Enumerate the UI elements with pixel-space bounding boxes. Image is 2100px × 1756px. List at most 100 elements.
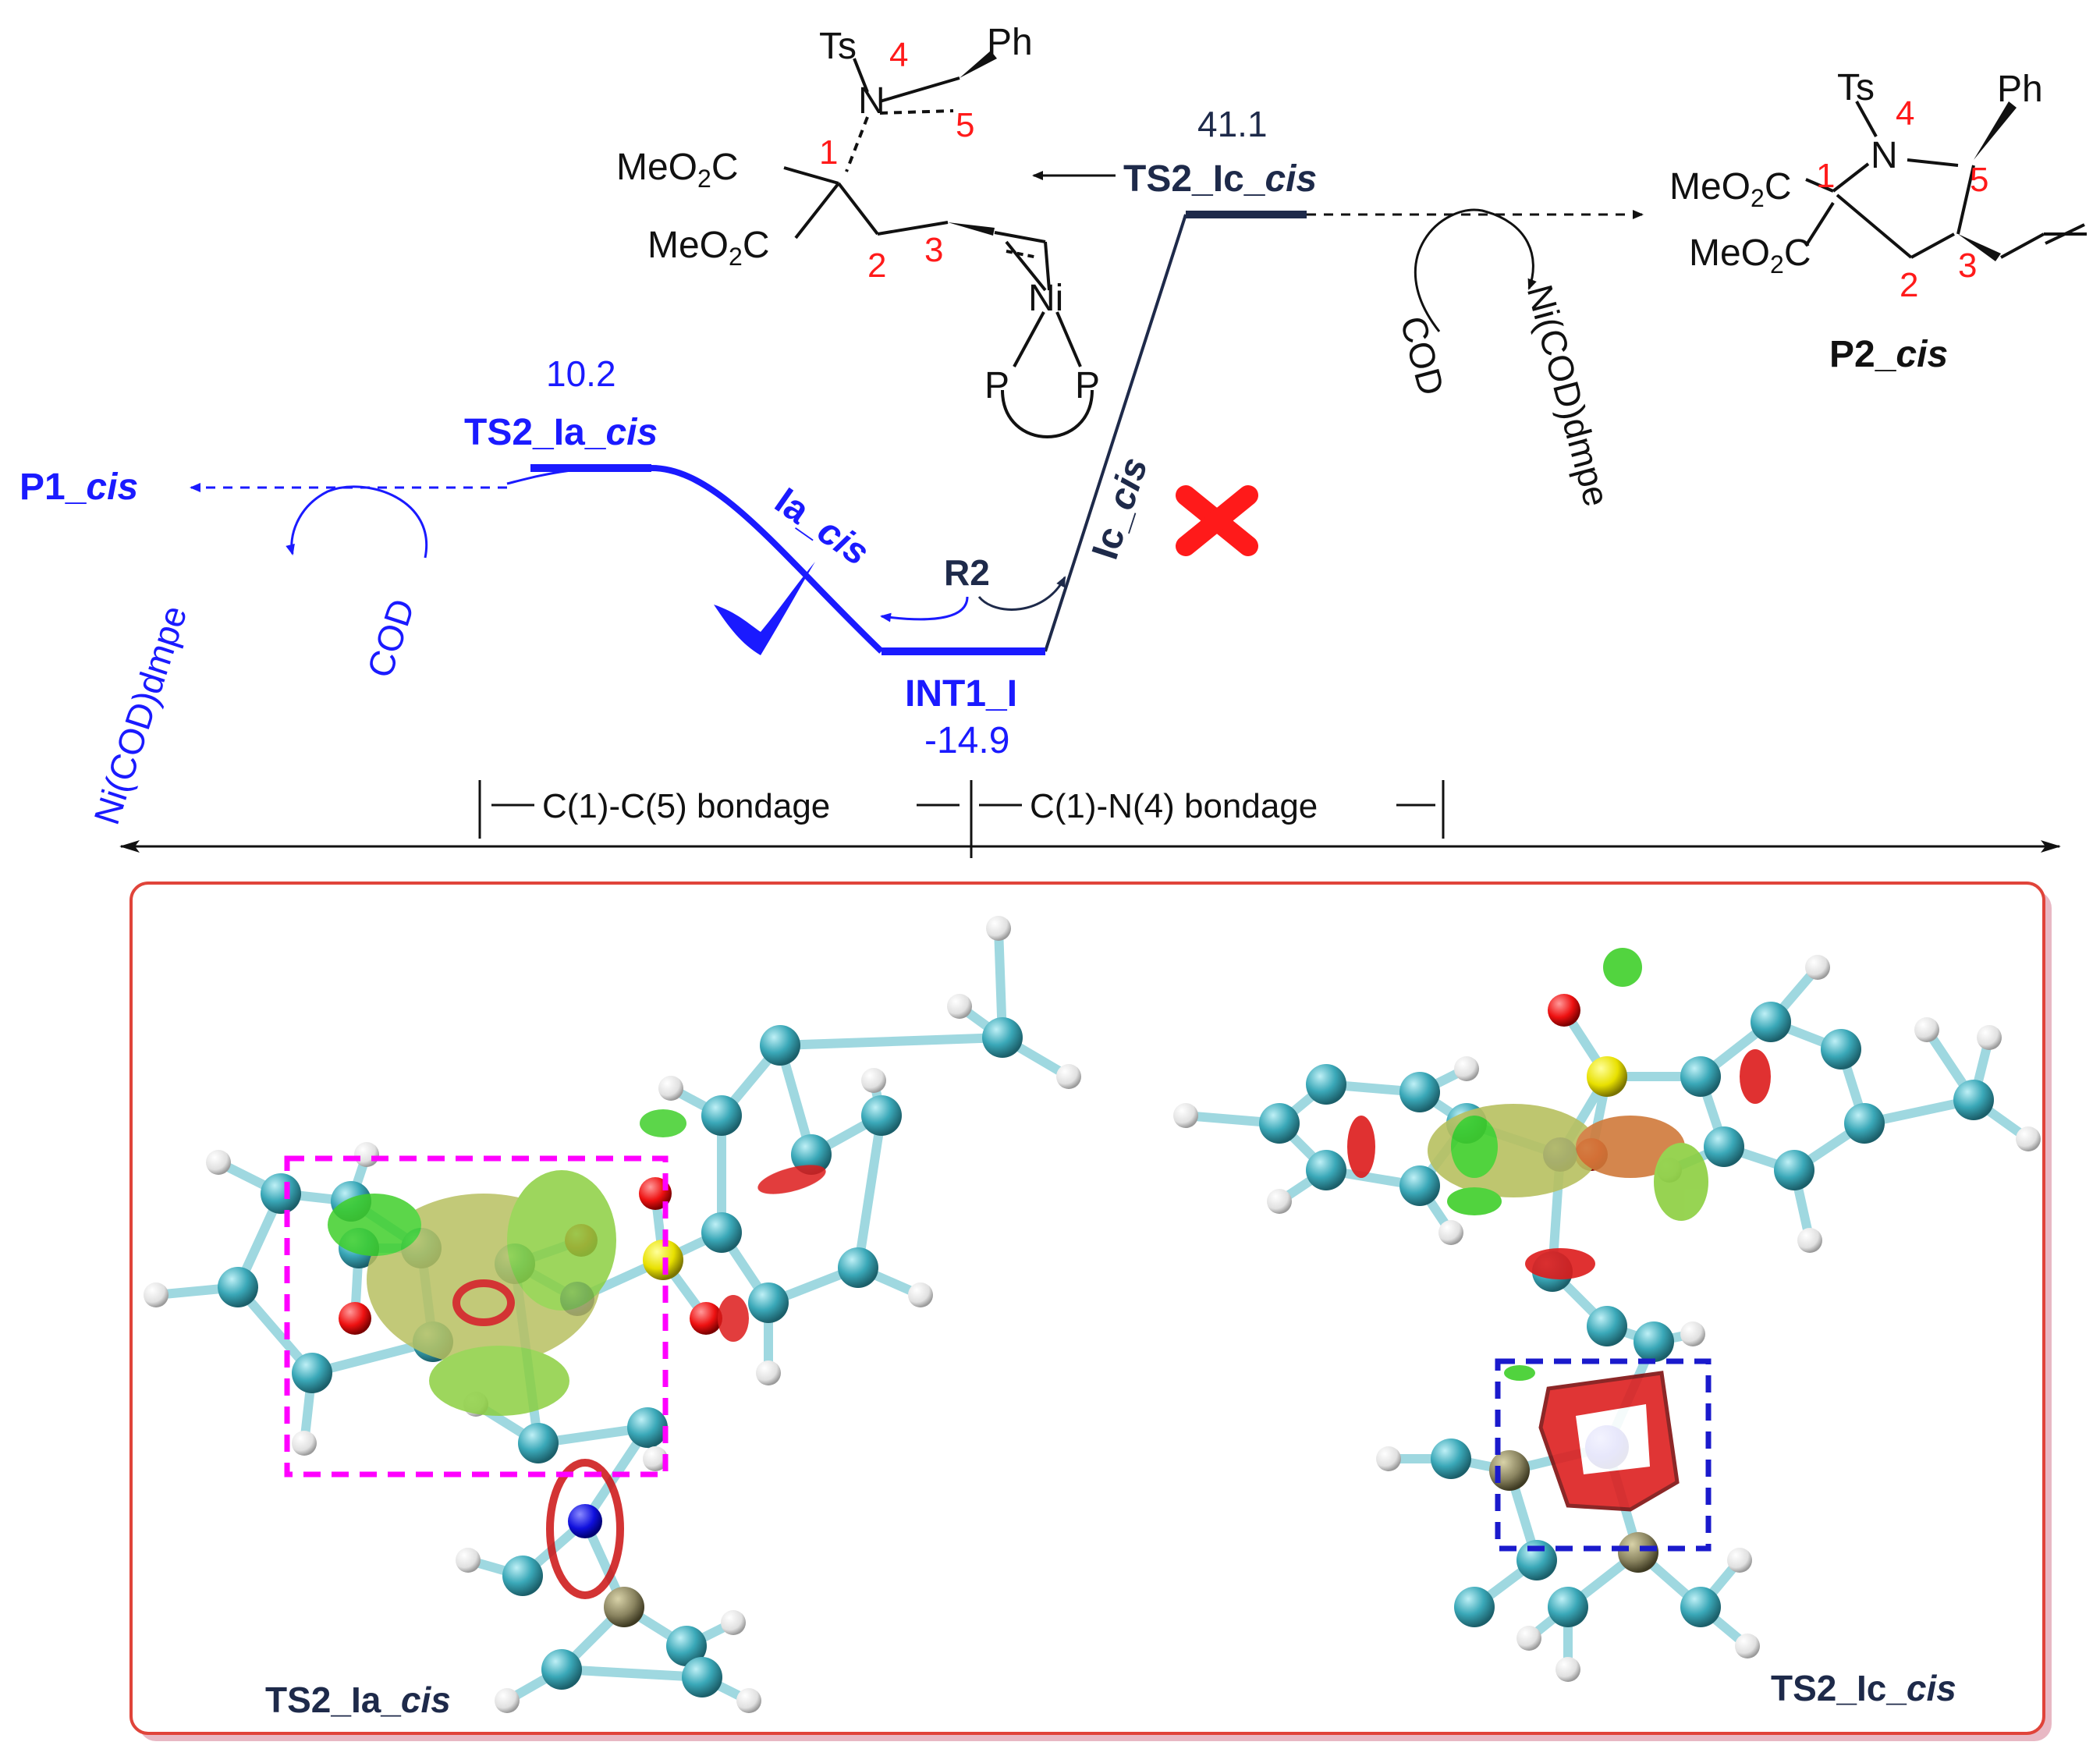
p2-ts: Ts xyxy=(1837,67,1875,108)
r2-arrow-right xyxy=(977,576,1066,611)
check-icon xyxy=(714,562,815,655)
p2-bond-c2-c1 xyxy=(1836,193,1913,259)
p2-bond-c1-ester1 xyxy=(1805,178,1834,193)
bond-ni1 xyxy=(1005,240,1047,292)
left-atom-c xyxy=(791,1134,832,1175)
left-atom-h xyxy=(292,1431,317,1456)
tsic-num-4: 4 xyxy=(889,36,908,74)
left-bond xyxy=(557,1665,707,1682)
p2-num-3: 3 xyxy=(1958,247,1977,285)
right-atom-h xyxy=(1977,1025,2002,1050)
left-atom-c xyxy=(541,1649,582,1690)
right-atom-c xyxy=(1821,1029,1861,1070)
left-atom-h xyxy=(756,1360,781,1385)
right-atom-h xyxy=(1680,1321,1705,1346)
p2-meo2c-2: MeO2C xyxy=(1689,232,1811,278)
left-atom-h xyxy=(721,1610,746,1635)
left-atom-c xyxy=(760,1025,800,1066)
left-bond xyxy=(775,1033,1007,1050)
p2-bond-c1-ester2 xyxy=(1804,201,1835,247)
left-atom-c xyxy=(701,1212,742,1253)
p2-n: N xyxy=(1871,135,1898,176)
panel-label-left: TS2_Ia_cis xyxy=(265,1680,451,1720)
left-atom-c xyxy=(218,1267,258,1307)
right-atom-c xyxy=(1634,1321,1674,1362)
tsic-num-1: 1 xyxy=(819,133,838,172)
bond-ni2 xyxy=(1044,241,1051,291)
p2-ph: Ph xyxy=(1997,69,2043,110)
bond-ni-p1 xyxy=(1013,311,1045,367)
left-atom-c xyxy=(982,1017,1023,1058)
right-atom-p xyxy=(1618,1532,1658,1573)
panel-frame xyxy=(129,882,2045,1735)
p2-bond-n-c5 xyxy=(1907,158,1959,167)
path-ia-label: Ia_cis xyxy=(768,481,877,574)
tsic-n: N xyxy=(858,80,885,122)
right-atom-o xyxy=(1548,994,1580,1027)
tsic-num-2: 2 xyxy=(867,247,886,285)
path-ic-line xyxy=(1044,214,1187,652)
reagent-r2: R2 xyxy=(944,552,990,593)
tsic-meo2c-1: MeO2C xyxy=(616,147,738,193)
highlight-box-blue xyxy=(1495,1358,1712,1552)
p2-bond-c3-c2 xyxy=(1910,232,1955,259)
bond-n-c5-partial xyxy=(879,109,954,115)
p2-bond-c5-c3 xyxy=(1956,165,1975,235)
tsia-energy: 10.2 xyxy=(546,353,616,394)
tsic-num-3: 3 xyxy=(924,231,943,269)
p2-structure xyxy=(1804,101,2087,261)
p2-meo2c-1: MeO2C xyxy=(1669,166,1791,212)
right-atom-h xyxy=(1173,1103,1198,1128)
right-atom-h xyxy=(1454,1056,1479,1081)
right-atom-h xyxy=(1376,1446,1401,1471)
p2-label: P2_cis xyxy=(1829,334,1948,375)
left-atom-c xyxy=(701,1095,742,1136)
cod-loop-right xyxy=(1414,208,1537,332)
bond-c2-c3 xyxy=(877,221,949,236)
right-atom-c xyxy=(1548,1587,1588,1627)
right-atom-h xyxy=(1805,955,1830,980)
tsic-p1: P xyxy=(984,365,1009,406)
cod-left: COD xyxy=(359,594,422,682)
nicod-left: Ni(COD)dmpe xyxy=(86,601,194,829)
right-atom-c xyxy=(1259,1103,1300,1144)
right-atom-h xyxy=(1797,1228,1822,1253)
right-atom-c xyxy=(1399,1165,1440,1206)
tsic-labels: Ts N Ph Ni P P MeO2C MeO2C 1 2 3 4 5 xyxy=(616,22,1100,406)
left-atom-h xyxy=(144,1282,168,1307)
axis-seg1-label: C(1)-C(5) bondage xyxy=(542,787,830,825)
right-atom-c xyxy=(1774,1150,1814,1190)
int1-energy: -14.9 xyxy=(924,720,1009,761)
tsic-ni: Ni xyxy=(1028,278,1063,319)
p2-wedge-vinyl xyxy=(1958,234,2001,261)
left-atom-o xyxy=(690,1302,722,1335)
bond-ni-p2 xyxy=(1055,311,1082,367)
left-atom-h xyxy=(908,1282,933,1307)
left-atom-c xyxy=(627,1407,668,1448)
cod-loop-left xyxy=(286,485,428,559)
left-atom-c xyxy=(748,1282,789,1323)
p2-labels: Ts N Ph MeO2C MeO2C 1 2 3 4 5 P2_cis xyxy=(1669,67,2043,375)
p2-vinyl-3 xyxy=(2045,223,2085,245)
left-atom-c xyxy=(261,1173,301,1214)
right-atom-c xyxy=(1399,1072,1440,1112)
tsic-ts: Ts xyxy=(819,26,857,67)
left-atom-h xyxy=(861,1068,886,1093)
nci-panel: TS2_Ia_cis TS2_Ic_cis xyxy=(129,882,2052,1741)
right-atom-h xyxy=(1555,1657,1580,1682)
path-ic-label: Ic_cis xyxy=(1084,452,1156,564)
tsic-energy: 41.1 xyxy=(1197,104,1268,144)
right-atom-h xyxy=(1438,1220,1463,1245)
left-atom-o xyxy=(339,1302,371,1335)
left-atom-h xyxy=(986,916,1011,941)
left-atom-h xyxy=(1056,1064,1081,1089)
path-ia-curve xyxy=(651,465,884,654)
tsia-name: TS2_Ia_cis xyxy=(464,412,658,453)
p1-label: P1_cis xyxy=(20,466,138,508)
right-atom-c xyxy=(1431,1439,1471,1479)
right-atom-c xyxy=(1516,1540,1557,1580)
p2-num-1: 1 xyxy=(1816,157,1835,195)
left-atom-c xyxy=(292,1353,332,1393)
right-atom-c xyxy=(1587,1306,1627,1346)
tsic-p2: P xyxy=(1075,365,1100,406)
